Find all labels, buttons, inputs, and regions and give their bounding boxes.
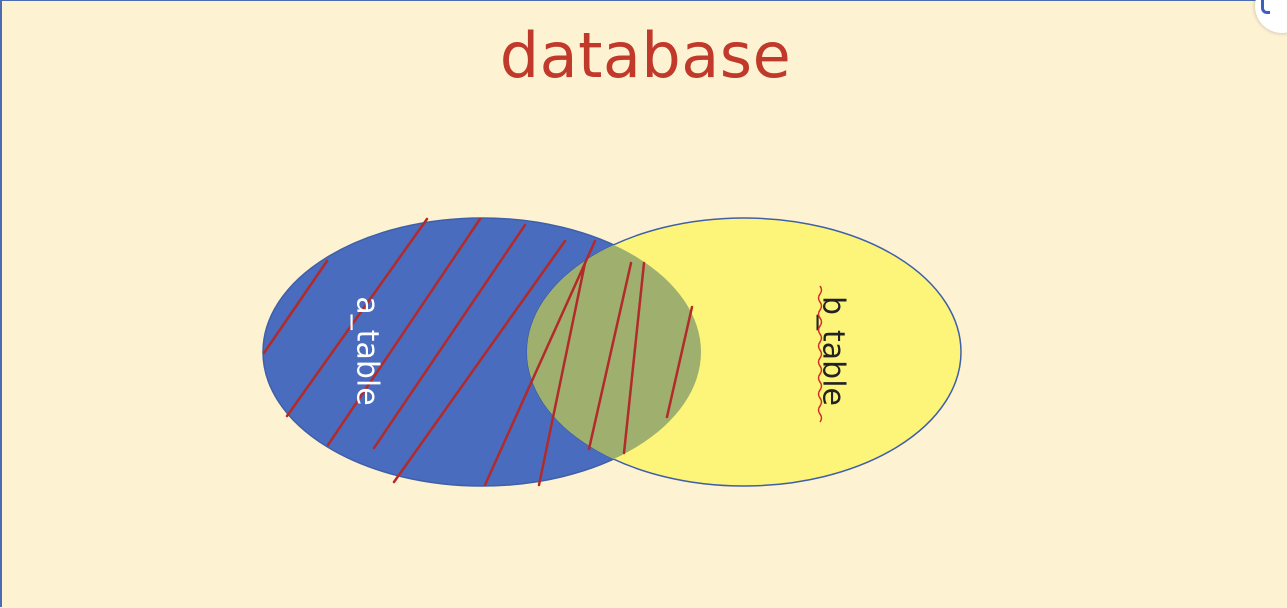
hatch-line <box>326 217 482 447</box>
hatch-line <box>372 223 527 450</box>
hatch-lines <box>262 217 694 487</box>
hatch-line <box>537 261 587 487</box>
hatch-line <box>285 217 429 418</box>
hatch-line <box>262 259 329 355</box>
hatch-line <box>665 305 694 419</box>
spellcheck-underline <box>817 285 823 423</box>
hatch-line <box>392 239 567 484</box>
diagram-title: database <box>499 19 792 92</box>
set-a-label: a_table <box>350 296 385 405</box>
refresh-icon <box>1261 0 1270 14</box>
hatch-line <box>483 239 597 487</box>
overlap-region <box>527 218 701 486</box>
hatch-line <box>622 261 646 455</box>
hatch-line <box>587 261 633 451</box>
